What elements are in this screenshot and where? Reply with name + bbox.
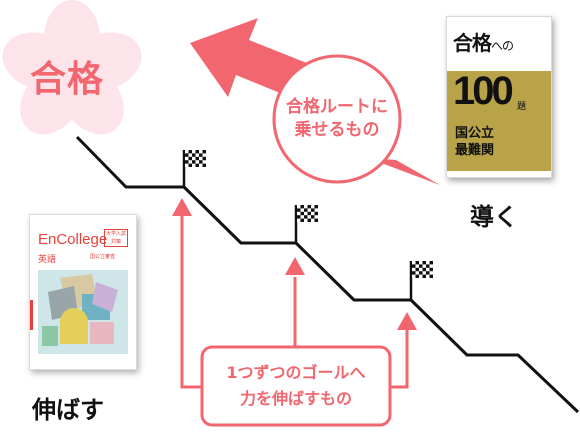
right-book-title-small: への (491, 39, 514, 53)
staircase-line (75, 135, 580, 414)
goal-flag-icon (409, 261, 433, 300)
circle-pointer (368, 158, 440, 185)
right-book-number-suffix: 題 (517, 102, 527, 112)
left-book-subtitle: 英語 (38, 255, 57, 265)
right-book-band (447, 71, 551, 171)
left-book-cover: EnCollege 大学入試対策 英語 国公立審査 (29, 214, 137, 370)
step-arrowheads (172, 198, 417, 330)
message-box (200, 345, 392, 427)
circle-caption-line1: 合格ルートに (286, 97, 388, 117)
right-book-title: 合格への (453, 27, 514, 56)
goal-label: 合格 (30, 59, 105, 100)
left-book-spine-mark (30, 300, 33, 330)
goal-flag-icon (182, 150, 206, 187)
left-book-tag: 大学入試対策 (104, 229, 128, 247)
right-label: 導く (470, 203, 518, 231)
message-box-line1: 1つずつのゴールへ (226, 363, 366, 382)
message-box-caption: 1つずつのゴールへ 力を伸ばすもの (201, 360, 391, 412)
left-book-artwork (38, 270, 128, 354)
left-book-art-svg (38, 270, 128, 354)
left-label: 伸ばす (32, 396, 104, 424)
circle-caption: 合格ルートに 乗せるもの (267, 96, 407, 142)
right-book-line2: 国公立 (455, 126, 495, 141)
left-book-title: EnCollege (38, 231, 108, 248)
message-box-line2: 力を伸ばすもの (239, 389, 352, 408)
circle-caption-line2: 乗せるもの (294, 120, 380, 140)
right-book-cover: 合格への 100 題 国公立 最難関 (446, 16, 552, 178)
right-book-number: 100 (453, 69, 514, 113)
circle-bubble (272, 54, 402, 184)
step-arrows (180, 214, 409, 389)
right-book-line3: 最難関 (455, 143, 495, 158)
cherry-blossom-icon (2, 0, 142, 135)
left-book-subtitle2: 国公立審査 (90, 254, 116, 260)
goal-flag-icon (294, 205, 318, 243)
right-book-title-prefix: 合格 (453, 31, 492, 55)
